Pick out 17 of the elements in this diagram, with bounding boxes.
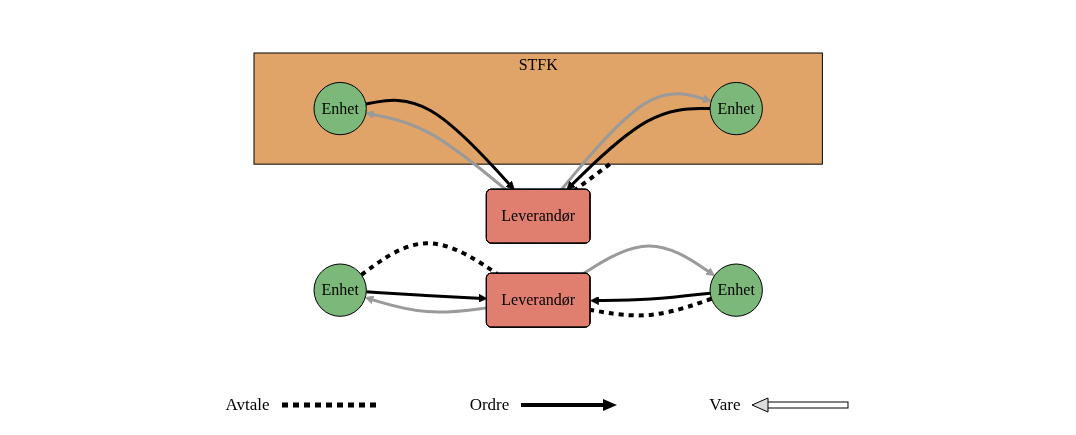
connector xyxy=(359,241,498,277)
arrow xyxy=(364,295,487,314)
connector xyxy=(590,296,712,318)
node-circle: Enhet xyxy=(313,263,367,317)
node-circle: Enhet xyxy=(709,263,763,317)
arrow xyxy=(365,290,488,303)
arrow xyxy=(566,107,710,190)
arrow xyxy=(365,110,507,191)
legend-label: Ordre xyxy=(469,395,510,415)
arrow xyxy=(589,291,711,305)
node-circle: Enhet xyxy=(709,81,763,136)
arrow xyxy=(365,98,515,190)
arrow xyxy=(582,244,715,276)
legend-label: Avtale xyxy=(225,395,270,415)
arrow xyxy=(560,92,712,191)
node-circle: Enhet xyxy=(313,81,367,136)
legend-label: Vare xyxy=(709,395,741,415)
